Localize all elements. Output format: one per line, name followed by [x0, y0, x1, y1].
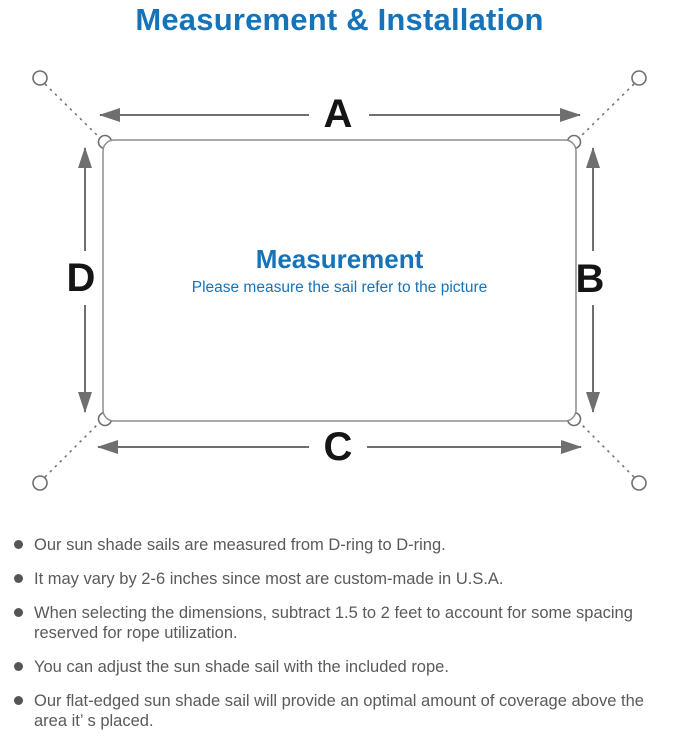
sail-outline [102, 139, 577, 422]
notes-list: Our sun shade sails are measured from D-… [12, 535, 668, 739]
anchor-rings [32, 70, 647, 491]
sail-panel [97, 134, 582, 427]
list-item: It may vary by 2-6 inches since most are… [12, 569, 668, 589]
list-item: Our flat-edged sun shade sail will provi… [12, 691, 668, 731]
note-text: Our flat-edged sun shade sail will provi… [34, 692, 644, 730]
diagram-canvas [32, 70, 647, 491]
dim-label-b: B [575, 257, 605, 301]
dim-label-d: D [66, 256, 96, 300]
note-text: It may vary by 2-6 inches since most are… [34, 570, 504, 588]
diagram-center-subtitle: Please measure the sail refer to the pic… [191, 279, 488, 296]
anchor-ring-icon-bottom-right [631, 475, 647, 491]
diagram-center-title: Measurement [255, 244, 424, 274]
note-text: You can adjust the sun shade sail with t… [34, 658, 449, 676]
dim-label-c: C [323, 425, 353, 469]
rope-lines [44, 83, 635, 478]
measurement-diagram: A B C D Measurement Please measure the s… [32, 70, 647, 491]
rope-line-top-left [44, 83, 102, 140]
dim-label-a: A [323, 92, 353, 136]
anchor-ring-icon-top-left [32, 70, 48, 86]
bullet-icon [14, 574, 23, 583]
bullet-icon [14, 662, 23, 671]
list-item: When selecting the dimensions, subtract … [12, 603, 668, 643]
list-item: Our sun shade sails are measured from D-… [12, 535, 668, 555]
bullet-icon [14, 540, 23, 549]
rope-line-top-right [577, 83, 635, 140]
rope-line-bottom-left [44, 420, 102, 478]
rope-line-bottom-right [577, 420, 635, 478]
note-text: When selecting the dimensions, subtract … [34, 604, 633, 642]
anchor-ring-icon-top-right [631, 70, 647, 86]
note-text: Our sun shade sails are measured from D-… [34, 536, 446, 554]
bullet-icon [14, 696, 23, 705]
bullet-icon [14, 608, 23, 617]
anchor-ring-icon-bottom-left [32, 475, 48, 491]
dimension-arrows [78, 108, 600, 454]
list-item: You can adjust the sun shade sail with t… [12, 657, 668, 677]
page-title: Measurement & Installation [135, 2, 544, 37]
